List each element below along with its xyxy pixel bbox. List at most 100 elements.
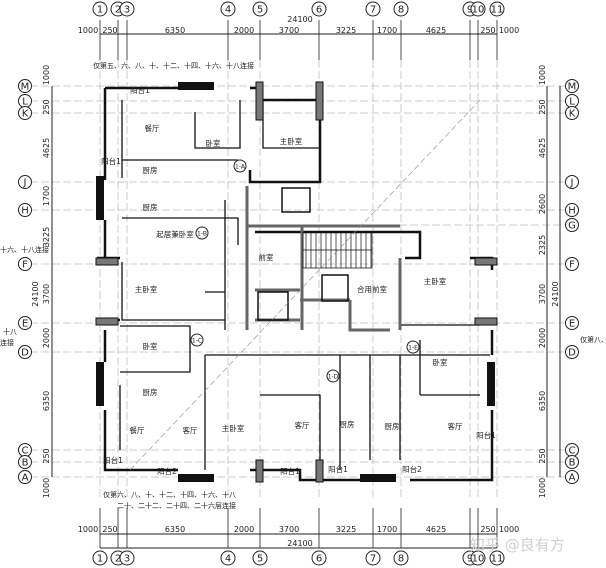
axis-bubble bbox=[18, 345, 32, 359]
room-label: 合用前室 bbox=[357, 284, 387, 294]
inner-walls bbox=[119, 100, 490, 470]
axis-bubble bbox=[565, 79, 579, 93]
axis-label-y: J bbox=[570, 178, 574, 189]
axis-label-y: K bbox=[22, 109, 29, 120]
axis-label-y: A bbox=[569, 473, 576, 484]
dim-right: 2325 bbox=[538, 235, 547, 255]
axis-label-y: L bbox=[22, 97, 28, 108]
axis-bubble bbox=[92, 550, 108, 566]
dim-left: 250 bbox=[42, 448, 51, 463]
dim-bottom: 3700 bbox=[279, 525, 299, 534]
note-left-2b: 连接 bbox=[0, 338, 14, 347]
dim-left: 6350 bbox=[42, 391, 51, 411]
dim-bottom: 1000 bbox=[78, 525, 98, 534]
dim-top: 250 bbox=[480, 26, 495, 35]
room-label: 起居兼卧室 bbox=[156, 229, 194, 239]
walls bbox=[95, 81, 498, 483]
room-label: 厨房 bbox=[143, 165, 158, 175]
room-label: 卧室 bbox=[206, 138, 221, 148]
axis-bubble bbox=[393, 550, 409, 566]
axis-bubble bbox=[565, 455, 579, 469]
axis-bubble bbox=[92, 1, 108, 17]
dim-top: 6350 bbox=[165, 26, 185, 35]
room-label: 厨房 bbox=[143, 202, 158, 212]
axis-bubble bbox=[470, 1, 486, 17]
axis-label-x: 3 bbox=[124, 554, 130, 565]
diagonal-reference-line bbox=[129, 99, 481, 471]
axis-label-x: 2 bbox=[115, 5, 121, 16]
axis-label-x: 8 bbox=[398, 5, 404, 16]
axis-label-y: L bbox=[569, 97, 575, 108]
axis-bubble bbox=[489, 1, 505, 17]
dim-top: 250 bbox=[102, 26, 117, 35]
dim-right: 6350 bbox=[538, 391, 547, 411]
axis-bubble bbox=[393, 1, 409, 17]
room-label: 阳台1 bbox=[130, 85, 150, 95]
room-label: 客厅 bbox=[448, 421, 463, 431]
axis-bubble bbox=[470, 550, 486, 566]
dim-total-bottom: 24100 bbox=[287, 539, 312, 548]
room-label: 阳台2 bbox=[157, 466, 177, 476]
axis-bubble bbox=[220, 1, 236, 17]
axis-label-y: J bbox=[23, 178, 27, 189]
unit-tag-label: 1-E bbox=[408, 345, 418, 352]
axis-bubble bbox=[18, 470, 32, 484]
axis-bubble bbox=[119, 550, 135, 566]
axis-label-x: 1 bbox=[97, 5, 103, 16]
dim-left: 4625 bbox=[42, 138, 51, 158]
unit-tags: 1-A1-B1-C1-D1-E bbox=[190, 159, 420, 383]
dim-top: 1000 bbox=[499, 26, 519, 35]
dim-right: 4625 bbox=[538, 138, 547, 158]
dim-bottom: 1000 bbox=[499, 525, 519, 534]
dim-bottom: 1700 bbox=[377, 525, 397, 534]
dim-bottom: 6350 bbox=[165, 525, 185, 534]
axis-bubble bbox=[365, 550, 381, 566]
unit-tag-circle bbox=[233, 159, 247, 173]
unit-tag-label: 1-B bbox=[197, 231, 207, 238]
dim-total-left: 24100 bbox=[31, 281, 40, 306]
axis-bubble bbox=[311, 550, 327, 566]
room-label: 阳台1 bbox=[103, 455, 123, 465]
axis-label-y: E bbox=[22, 319, 28, 330]
axis-label-y: H bbox=[21, 206, 29, 217]
dim-top: 3700 bbox=[279, 26, 299, 35]
room-label: 卧室 bbox=[433, 357, 448, 367]
axis-bubble bbox=[18, 316, 32, 330]
room-label: 主卧室 bbox=[135, 284, 158, 294]
axis-bubble bbox=[565, 203, 579, 217]
axis-bubble bbox=[565, 218, 579, 232]
axis-bubble bbox=[18, 106, 32, 120]
axis-label-x: 11 bbox=[491, 5, 504, 16]
dim-right: 2000 bbox=[538, 328, 547, 348]
axis-label-y: D bbox=[568, 348, 576, 359]
axis-label-y: B bbox=[569, 458, 576, 469]
axis-bubble bbox=[252, 1, 268, 17]
axis-label-x: 3 bbox=[124, 5, 130, 16]
unit-tag-label: 1-A bbox=[235, 164, 246, 171]
axis-bubble bbox=[565, 257, 579, 271]
note-bottom-2: 二十、二十二、二十四、二十六层连接 bbox=[117, 501, 236, 510]
note-top: 仅第五、六、八、十、十二、十四、十六、十八连接 bbox=[93, 61, 254, 70]
dim-top: 1700 bbox=[377, 26, 397, 35]
axis-label-y: H bbox=[568, 206, 576, 217]
axis-bubble bbox=[18, 203, 32, 217]
dim-right: 2600 bbox=[538, 194, 547, 214]
room-label: 阳台1 bbox=[476, 430, 496, 440]
axis-label-x: 2 bbox=[115, 554, 121, 565]
axis-label-y: M bbox=[21, 82, 30, 93]
watermark: 知乎 @良有方 bbox=[470, 536, 565, 554]
dim-bottom: 3225 bbox=[336, 525, 356, 534]
shafts bbox=[96, 82, 495, 482]
dim-left: 250 bbox=[42, 99, 51, 114]
axis-label-x: 6 bbox=[316, 5, 322, 16]
axis-label-x: 4 bbox=[225, 554, 231, 565]
axis-label-y: C bbox=[569, 446, 576, 457]
room-label: 前室 bbox=[259, 252, 274, 262]
axis-label-x: 1 bbox=[97, 554, 103, 565]
unit-tag-circle bbox=[190, 333, 204, 347]
note-left-1: 十六、十八连接 bbox=[0, 245, 49, 254]
dim-bottom: 250 bbox=[102, 525, 117, 534]
